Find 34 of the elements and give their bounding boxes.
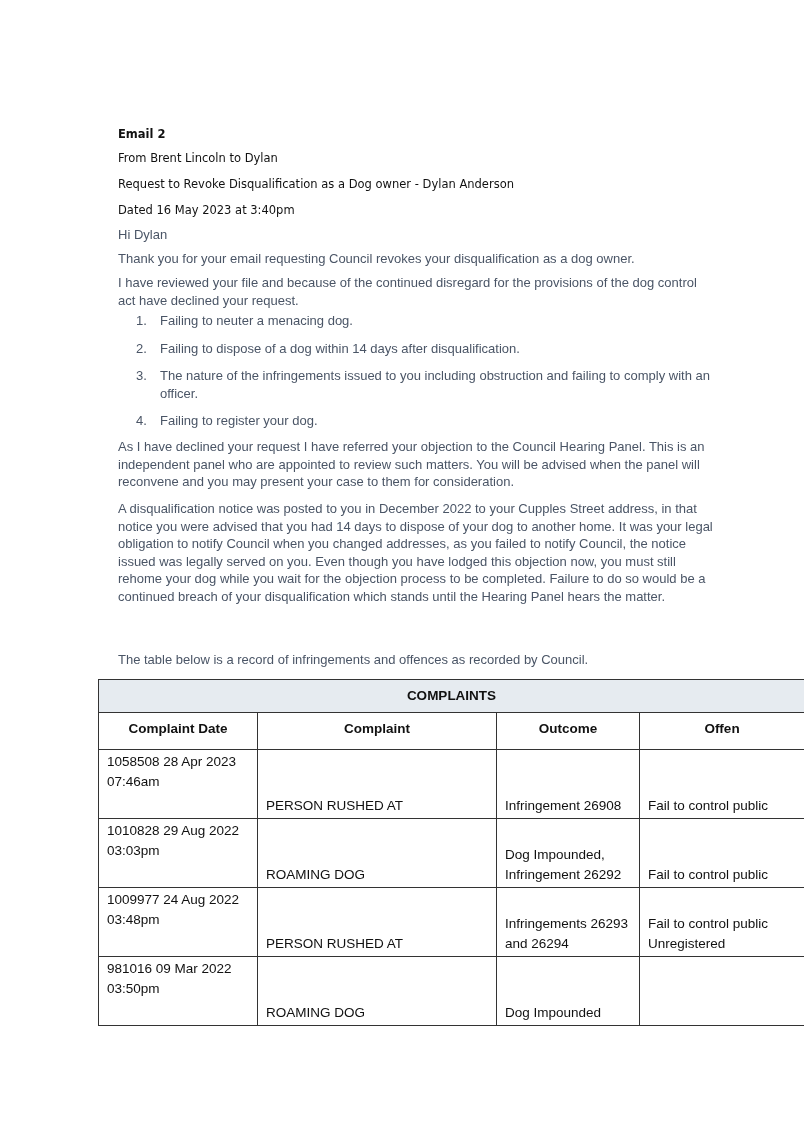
table-cell: 981016 09 Mar 2022 03:50pm: [98, 956, 258, 1026]
table-cell: 1058508 28 Apr 2023 07:46am: [98, 749, 258, 819]
list-item: Failing to neuter a menacing dog.: [160, 312, 354, 330]
list-number: 1.: [136, 312, 148, 330]
date-line: Dated 16 May 2023 at 3:40pm: [118, 202, 296, 219]
list-number: 2.: [136, 340, 148, 358]
table-cell: Infringement 26908: [496, 749, 640, 819]
paragraph: As I have declined your request I have referred your objection to the Council Hearing Panel. This is an independent panel who are appointed to review such matters. You will be advised when the panel will reconvene and you may present your case to them for consideration.: [118, 438, 706, 491]
table-cell: Infringements 26293 and 26294: [496, 887, 640, 957]
table-cell: Dog Impounded: [496, 956, 640, 1026]
table-cell: PERSON RUSHED AT: [257, 887, 497, 957]
paragraph: A disqualification notice was posted to you in December 2022 to your Cupples Street address, in that notice you were advised that you had 14 days to dispose of your dog to another home. It was your legal obligation to notify Council when you changed addresses, as you failed to notify Council, the notice issued was legally served on you. Even though you have lodged this objection now, you must still rehome your dog while you wait for the objection process to be completed. Failure to do so would be a continued breach of your disqualification which stands until the Hearing Panel hears the matter.: [118, 500, 713, 605]
column-header: Complaint: [257, 712, 497, 750]
table-cell: ROAMING DOG: [257, 818, 497, 888]
greeting-text: Hi Dylan: [118, 226, 169, 244]
list-number: 3.: [136, 367, 148, 385]
list-item: Failing to register your dog.: [160, 412, 319, 430]
table-title: COMPLAINTS: [98, 679, 804, 713]
list-item: Failing to dispose of a dog within 14 days after disqualification.: [160, 340, 521, 358]
column-header: Complaint Date: [98, 712, 258, 750]
subject-line: Request to Revoke Disqualification as a Dog owner - Dylan Anderson: [118, 176, 515, 193]
paragraph: The table below is a record of infringements and offences as recorded by Council.: [118, 651, 590, 669]
list-item: The nature of the infringements issued to you including obstruction and failing to comply with an officer.: [160, 367, 711, 402]
paragraph: I have reviewed your file and because of the continued disregard for the provisions of the dog control act have declined your request.: [118, 274, 698, 309]
table-cell: 1010828 29 Aug 2022 03:03pm: [98, 818, 258, 888]
paragraph: Thank you for your email requesting Council revokes your disqualification as a dog owner.: [118, 250, 636, 268]
table-cell: 1009977 24 Aug 2022 03:48pm: [98, 887, 258, 957]
table-cell: PERSON RUSHED AT: [257, 749, 497, 819]
table-cell: ROAMING DOG: [257, 956, 497, 1026]
heading-text: Email 2: [118, 126, 167, 143]
list-number: 4.: [136, 412, 148, 430]
column-header: Outcome: [496, 712, 640, 750]
table-cell: Dog Impounded, Infringement 26292: [496, 818, 640, 888]
sender-line: From Brent Lincoln to Dylan: [118, 150, 279, 167]
